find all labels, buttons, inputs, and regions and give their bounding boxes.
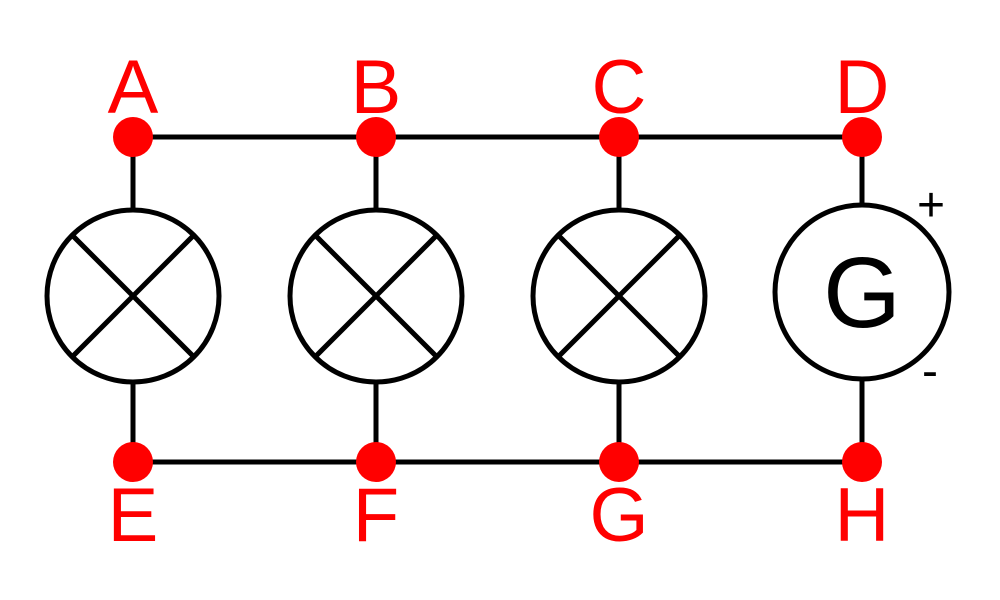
- node-label-c: C: [592, 45, 647, 130]
- node-c: [599, 117, 639, 157]
- node-d: [842, 117, 882, 157]
- node-label-e: E: [108, 473, 159, 558]
- node-label-g: G: [589, 473, 648, 558]
- negative-terminal-label: -: [922, 345, 938, 398]
- lamp-icon: [530, 207, 708, 385]
- branch-c-g: [530, 134, 708, 465]
- node-label-a: A: [108, 45, 159, 130]
- positive-terminal-label: +: [917, 179, 945, 232]
- node-label-h: H: [835, 473, 890, 558]
- node-label-d: D: [835, 45, 890, 130]
- branch-b-f: [287, 134, 465, 465]
- node-g: [599, 442, 639, 482]
- generator-icon: G: [772, 202, 952, 382]
- branch-d-h: G + -: [772, 134, 952, 465]
- node-e: [113, 442, 153, 482]
- lamp-icon: [287, 207, 465, 385]
- node-f: [356, 442, 396, 482]
- node-label-b: B: [351, 45, 402, 130]
- lamp-icon: [44, 207, 222, 385]
- branch-a-e: [44, 134, 222, 465]
- generator-symbol: G: [823, 237, 901, 349]
- node-b: [356, 117, 396, 157]
- node-h: [842, 442, 882, 482]
- node-label-f: F: [353, 473, 399, 558]
- node-a: [113, 117, 153, 157]
